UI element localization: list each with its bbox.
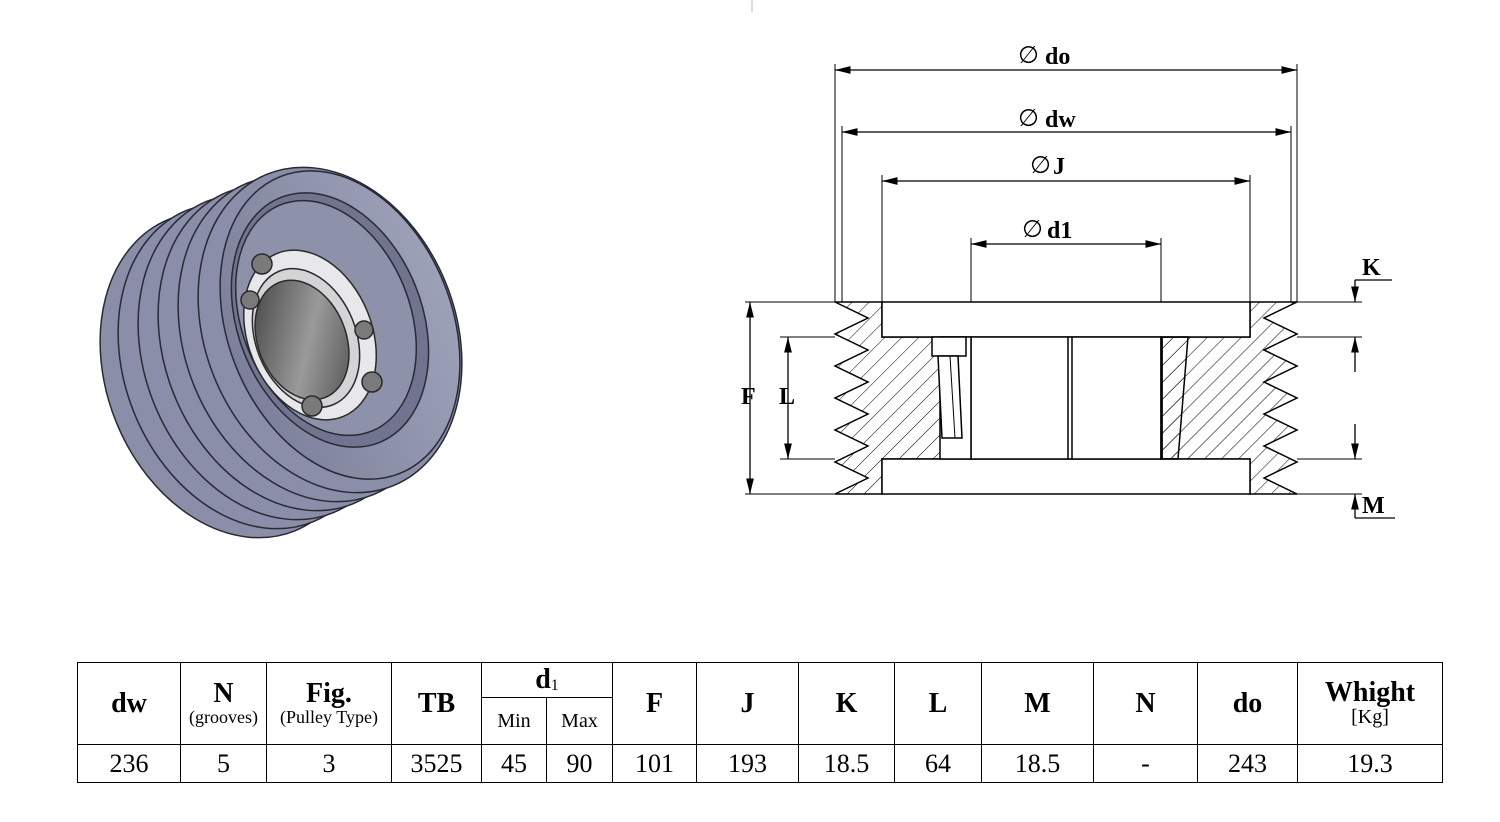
top-flange — [881, 301, 1251, 338]
header-m: M — [981, 662, 1094, 745]
label-f: F — [741, 384, 756, 410]
cell-d1-min: 45 — [481, 744, 547, 783]
pulley-section — [833, 301, 1299, 495]
header-f: F — [612, 662, 697, 745]
header-j: J — [696, 662, 799, 745]
cell-j: 193 — [696, 744, 799, 783]
phi-symbol: ∅ — [1022, 215, 1043, 243]
header-fig: Fig. (Pulley Type) — [266, 662, 392, 745]
table-row: 236 5 3 3525 45 90 101 193 18.5 64 18.5 … — [77, 744, 1443, 783]
bushing-screw-hole-3 — [354, 320, 374, 340]
label-k: K — [1362, 255, 1381, 281]
cell-weight: 19.3 — [1297, 744, 1443, 783]
header-d1: d1 — [481, 662, 613, 698]
phi-symbol: ∅ — [1018, 41, 1039, 69]
phi-symbol: ∅ — [1030, 151, 1051, 179]
bushing-screw-hole-1 — [251, 253, 273, 275]
cell-dw: 236 — [77, 744, 181, 783]
header-do: do — [1197, 662, 1298, 745]
header-k: K — [798, 662, 895, 745]
cell-d1-max: 90 — [546, 744, 613, 783]
label-m: M — [1362, 493, 1385, 519]
cell-do: 243 — [1197, 744, 1298, 783]
header-n-grooves: N (grooves) — [180, 662, 267, 745]
table-header-row: dw N (grooves) Fig. (Pulley Type) TB d1 … — [77, 662, 1443, 745]
header-dw: dw — [77, 662, 181, 745]
header-tb: TB — [391, 662, 482, 745]
header-d1-min: Min — [481, 697, 547, 745]
dimension-lines — [746, 66, 1395, 519]
cell-m: 18.5 — [981, 744, 1094, 783]
header-weight: Whight [Kg] — [1297, 662, 1443, 745]
bottom-flange — [881, 458, 1251, 495]
bushing-screw-hole-4 — [361, 371, 383, 393]
label-dw: dw — [1045, 107, 1076, 133]
header-l: L — [894, 662, 982, 745]
phi-symbol: ∅ — [1018, 104, 1039, 132]
label-d1: d1 — [1047, 218, 1072, 244]
cell-n-grooves: 5 — [180, 744, 267, 783]
cell-n: - — [1093, 744, 1198, 783]
dimension-labels: ∅ do ∅ dw ∅ J ∅ d1 K F L M — [741, 41, 1385, 519]
cell-tb: 3525 — [391, 744, 482, 783]
label-do: do — [1045, 44, 1070, 70]
header-n: N — [1093, 662, 1198, 745]
taper-bushing — [240, 249, 383, 421]
cross-section-drawing: ∅ do ∅ dw ∅ J ∅ d1 K F L M — [741, 0, 1395, 519]
pulley-3d-illustration — [99, 166, 463, 539]
bore — [970, 336, 1162, 460]
bushing-screw-hole-5 — [301, 395, 323, 417]
bushing-screw-hole-2 — [240, 290, 260, 310]
header-d1-max: Max — [546, 697, 613, 745]
cell-f: 101 — [612, 744, 697, 783]
cell-k: 18.5 — [798, 744, 895, 783]
label-l: L — [779, 384, 795, 410]
cell-l: 64 — [894, 744, 982, 783]
spec-table: dw N (grooves) Fig. (Pulley Type) TB d1 … — [77, 662, 1443, 783]
cell-fig: 3 — [266, 744, 392, 783]
label-j: J — [1053, 154, 1065, 180]
